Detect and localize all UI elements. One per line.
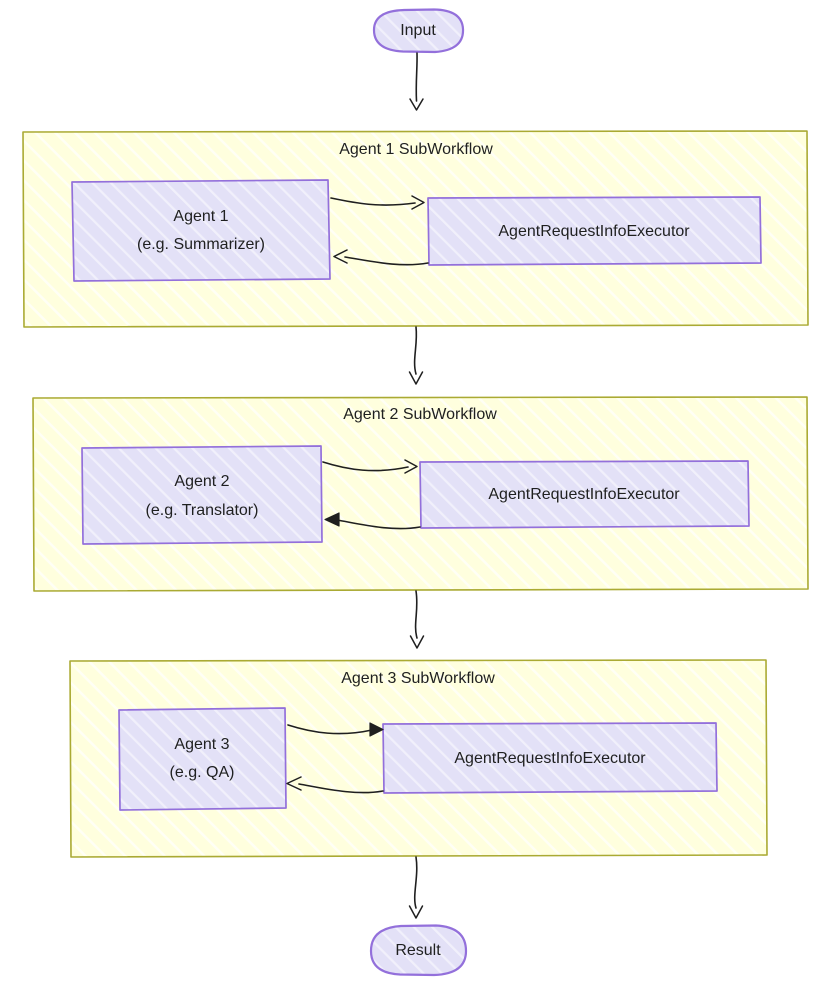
terminal-node-start[interactable]: Input: [372, 8, 465, 54]
node-agent-3-line-1: Agent 3: [174, 736, 229, 753]
terminal-start-label: Input: [400, 22, 436, 39]
node-agent-2-line-1: Agent 2: [174, 473, 229, 490]
node-agent-3[interactable]: Agent 3 (e.g. QA): [118, 707, 287, 811]
edge-executor1-to-agent1: [333, 249, 429, 266]
node-agent-2-line-2: (e.g. Translator): [146, 502, 259, 519]
node-executor-1-label: AgentRequestInfoExecutor: [498, 223, 690, 240]
terminal-node-end[interactable]: Result: [369, 924, 468, 977]
edge-agent2-to-executor2: [322, 459, 418, 474]
edge-agent3-to-executor3: [287, 722, 384, 737]
edge-sub2-to-sub3: [409, 590, 425, 649]
node-executor-3-label: AgentRequestInfoExecutor: [454, 750, 646, 767]
edge-executor2-to-agent2: [324, 512, 421, 530]
cluster-agent-1-subworkflow[interactable]: Agent 1 SubWorkflow Agent 1 (e.g. Summar…: [22, 130, 809, 328]
edge-executor3-to-agent3: [286, 776, 384, 794]
cluster-3-title: Agent 3 SubWorkflow: [341, 670, 495, 687]
cluster-1-title: Agent 1 SubWorkflow: [339, 141, 493, 158]
edge-agent1-to-executor1: [330, 195, 425, 210]
node-agent-2[interactable]: Agent 2 (e.g. Translator): [81, 445, 323, 545]
terminal-end-label: Result: [395, 942, 441, 959]
node-agent-3-line-2: (e.g. QA): [170, 764, 235, 781]
node-executor-2-label: AgentRequestInfoExecutor: [488, 486, 680, 503]
node-agent-request-info-executor-3[interactable]: AgentRequestInfoExecutor: [382, 722, 718, 794]
edge-sub3-to-end: [408, 856, 424, 919]
cluster-2-title: Agent 2 SubWorkflow: [343, 406, 497, 423]
cluster-agent-2-subworkflow[interactable]: Agent 2 SubWorkflow Agent 2 (e.g. Transl…: [32, 396, 809, 592]
node-agent-1[interactable]: Agent 1 (e.g. Summarizer): [71, 179, 331, 282]
node-agent-1-line-2: (e.g. Summarizer): [137, 236, 265, 253]
node-agent-request-info-executor-2[interactable]: AgentRequestInfoExecutor: [419, 460, 750, 529]
edge-sub1-to-sub2: [408, 326, 424, 385]
edge-start-to-sub1: [409, 52, 424, 111]
node-agent-1-line-1: Agent 1: [173, 208, 228, 225]
node-agent-request-info-executor-1[interactable]: AgentRequestInfoExecutor: [427, 196, 762, 266]
cluster-agent-3-subworkflow[interactable]: Agent 3 SubWorkflow Agent 3 (e.g. QA) Ag…: [69, 659, 768, 858]
